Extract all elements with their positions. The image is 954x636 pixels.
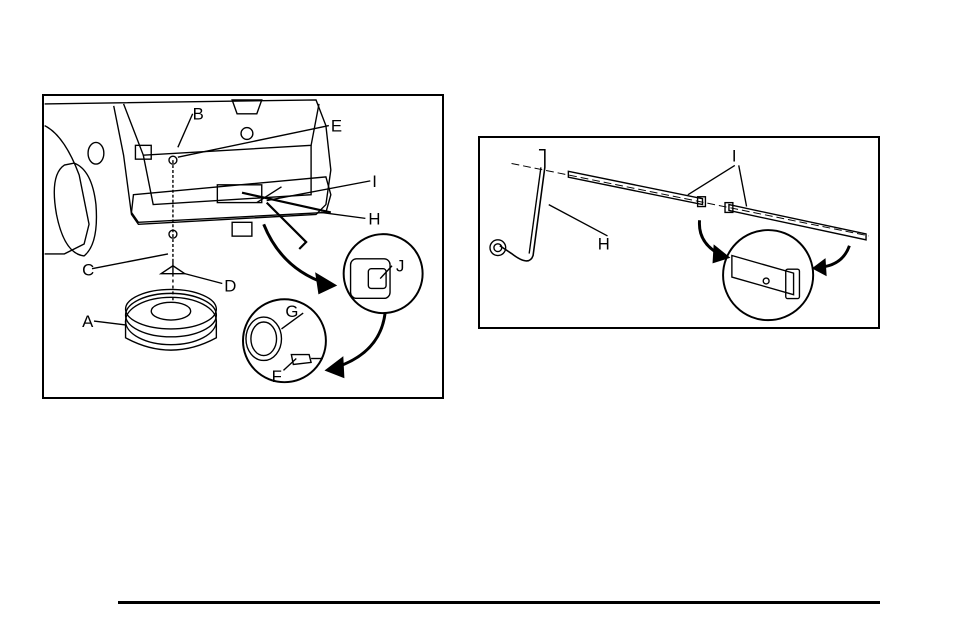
label-j: J <box>396 257 404 276</box>
label-g: G <box>285 302 298 321</box>
page-footer-rule <box>118 601 880 604</box>
wrench-extension-illustration: H I <box>480 138 878 327</box>
label-c: C <box>82 261 94 280</box>
spare-tire-removal-diagram: B E I H C D A J G F <box>42 94 444 399</box>
assembly-centerline <box>512 163 869 235</box>
vehicle-side-panel <box>45 126 89 254</box>
spare-tire-rim <box>151 302 190 320</box>
fuel-door <box>88 142 104 164</box>
spare-tire-removal-illustration: B E I H C D A J G F <box>44 96 442 397</box>
spare-tire <box>126 297 217 344</box>
rear-emblem <box>241 128 253 140</box>
label-f: F <box>272 367 282 386</box>
wheel-wrench <box>500 150 545 261</box>
extension-1 <box>568 171 702 204</box>
label-d: D <box>224 276 236 295</box>
label-h: H <box>368 209 380 228</box>
label-a: A <box>82 312 94 331</box>
detail-circle-j <box>344 234 423 313</box>
vehicle-rear-tire <box>54 163 96 256</box>
label-i: I <box>372 172 377 191</box>
wrench-extension-diagram: H I <box>478 136 880 329</box>
label-b: B <box>193 105 204 124</box>
label-h: H <box>598 235 610 254</box>
label-i: I <box>732 147 737 166</box>
vehicle-rear-outline <box>45 100 331 224</box>
hitch-receiver <box>232 222 252 236</box>
label-e: E <box>331 117 342 136</box>
third-brake-light <box>232 100 262 114</box>
